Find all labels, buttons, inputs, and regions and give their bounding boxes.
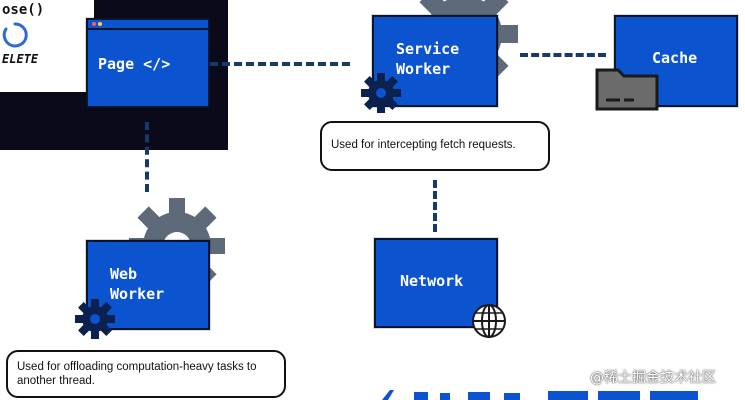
loading-ring-icon [2, 22, 28, 48]
web-worker-callout: Used for offloading computation-heavy ta… [6, 350, 286, 398]
gear-icon [361, 73, 401, 113]
gear-icon [75, 299, 115, 339]
connector-page-webworker [145, 122, 149, 192]
code-line-2: ELETE [2, 52, 39, 66]
service-worker-callout-text: Used for intercepting fetch requests. [331, 139, 516, 151]
web-worker-label: Web Worker [110, 265, 165, 303]
code-card: ose() ELETE [0, 0, 96, 94]
footer-logo-icon [382, 390, 698, 400]
connector-serviceworker-cache [520, 53, 606, 57]
connector-callout-network [433, 180, 437, 232]
page-node: Page </> [86, 18, 210, 108]
watermark: @稀土掘金技术社区 [590, 370, 716, 386]
page-node-label: Page </> [98, 55, 171, 73]
service-worker-label: Service Worker [396, 40, 460, 78]
connector-page-serviceworker [210, 62, 350, 66]
globe-icon [472, 304, 506, 338]
web-worker-callout-text: Used for offloading computation-heavy ta… [17, 361, 257, 387]
window-titlebar [88, 20, 208, 30]
service-worker-callout: Used for intercepting fetch requests. [320, 121, 550, 171]
cache-label: Cache [652, 49, 698, 67]
code-line-1: ose() [2, 2, 45, 18]
network-label: Network [400, 272, 464, 290]
folder-icon [595, 68, 659, 111]
